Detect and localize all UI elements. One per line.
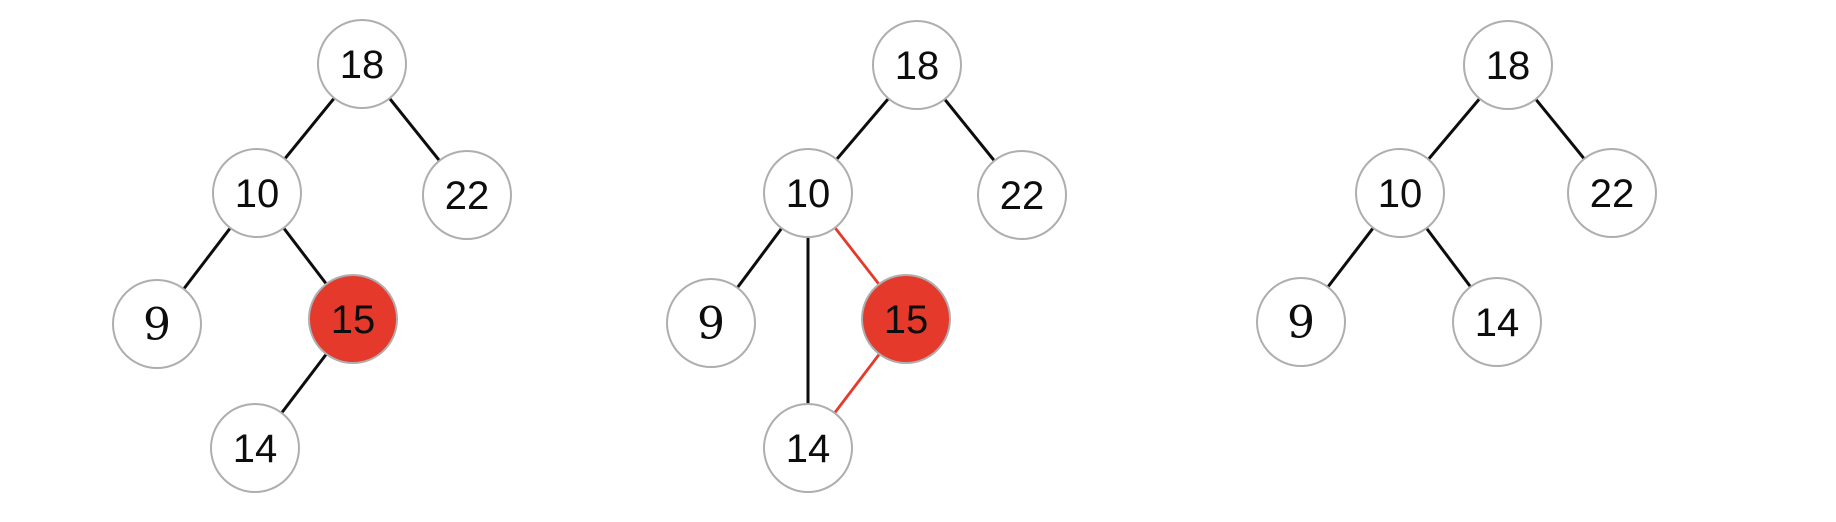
tree-2-node-15: 15: [861, 274, 951, 364]
tree-1-node-14-circle: [210, 403, 300, 493]
tree-2: 18 10 22 9 15 14: [666, 20, 1067, 493]
tree-3-node-14-label: 14: [1475, 301, 1520, 345]
tree-1-node-10: 10: [212, 148, 302, 238]
tree-1-node-14-label: 14: [233, 427, 278, 471]
tree-3: 18 10 22 9 14: [1256, 20, 1657, 367]
tree-2-node-14-label: 14: [786, 427, 831, 471]
tree-1-node-15: 15: [308, 274, 398, 364]
tree-2-node-9-label: 9: [697, 298, 725, 349]
tree-3-node-9-label: 9: [1287, 297, 1315, 348]
tree-3-node-9-circle: [1256, 277, 1346, 367]
tree-1-node-15-circle: [308, 274, 398, 364]
tree-2-node-22-circle: [977, 150, 1067, 240]
tree-1-node-18: 18: [317, 19, 407, 109]
tree-1: 18 10 22 9 15 14: [112, 19, 512, 493]
tree-1-node-14: 14: [210, 403, 300, 493]
tree-3-node-22-circle: [1567, 148, 1657, 238]
tree-3-node-10-circle: [1355, 148, 1445, 238]
tree-3-node-22-label: 22: [1590, 172, 1635, 216]
tree-1-node-22-label: 22: [445, 174, 490, 218]
tree-3-node-18-label: 18: [1486, 44, 1531, 88]
tree-1-node-15-label: 15: [331, 298, 376, 342]
tree-2-node-9-circle: [666, 278, 756, 368]
tree-1-node-22: 22: [422, 150, 512, 240]
tree-2-node-18: 18: [872, 20, 962, 110]
tree-2-node-15-label: 15: [884, 298, 929, 342]
tree-1-node-18-label: 18: [340, 43, 385, 87]
tree-3-node-10: 10: [1355, 148, 1445, 238]
tree-2-node-18-label: 18: [895, 44, 940, 88]
tree-1-node-9: 9: [112, 279, 202, 369]
tree-2-node-14: 14: [763, 403, 853, 493]
tree-1-node-22-circle: [422, 150, 512, 240]
tree-2-node-14-circle: [763, 403, 853, 493]
tree-3-node-9: 9: [1256, 277, 1346, 367]
tree-2-node-10: 10: [763, 148, 853, 238]
tree-2-node-10-circle: [763, 148, 853, 238]
tree-2-node-18-circle: [872, 20, 962, 110]
tree-3-node-14-circle: [1452, 277, 1542, 367]
tree-1-node-10-circle: [212, 148, 302, 238]
tree-2-node-9: 9: [666, 278, 756, 368]
tree-2-node-15-circle: [861, 274, 951, 364]
tree-3-node-10-label: 10: [1378, 172, 1423, 216]
tree-3-node-22: 22: [1567, 148, 1657, 238]
tree-3-node-18-circle: [1463, 20, 1553, 110]
tree-1-node-18-circle: [317, 19, 407, 109]
tree-2-node-10-label: 10: [786, 172, 831, 216]
tree-1-node-9-circle: [112, 279, 202, 369]
tree-3-node-14: 14: [1452, 277, 1542, 367]
tree-2-node-22-label: 22: [1000, 174, 1045, 218]
tree-2-node-22: 22: [977, 150, 1067, 240]
tree-3-node-18: 18: [1463, 20, 1553, 110]
tree-1-node-10-label: 10: [235, 172, 280, 216]
tree-1-node-9-label: 9: [143, 299, 171, 350]
